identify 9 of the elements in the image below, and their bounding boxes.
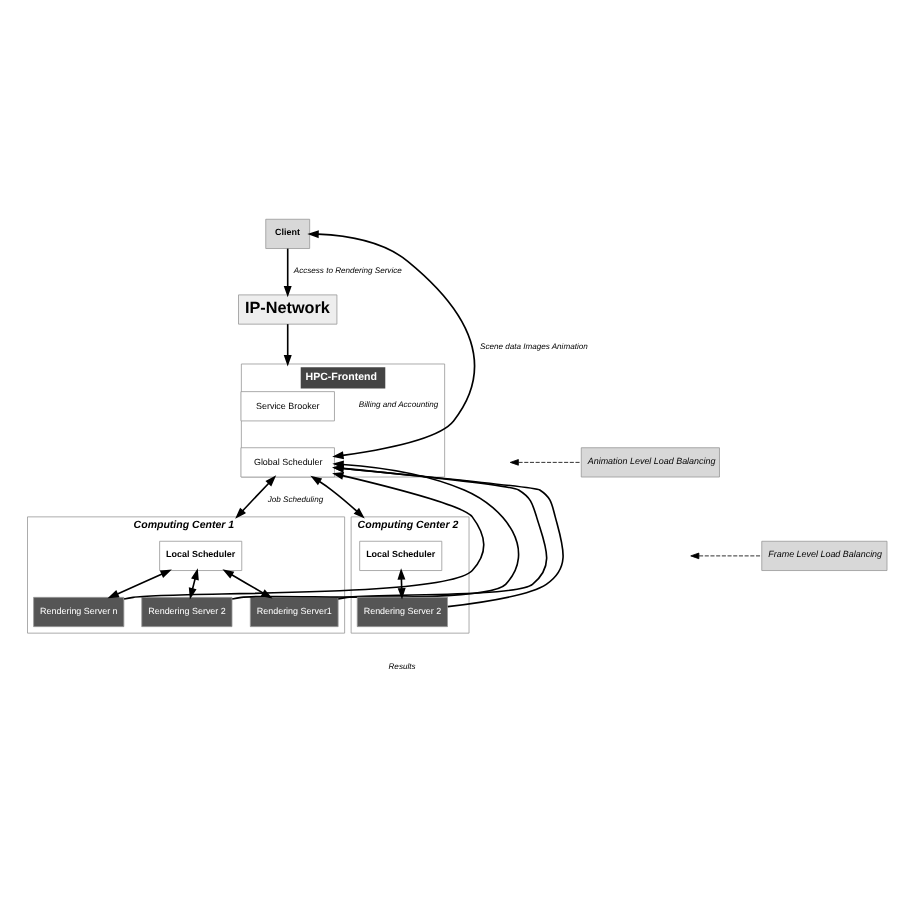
arrow [283,323,292,367]
node-box: IP-Network [238,294,338,325]
arrow [509,459,582,466]
arrow [107,569,172,599]
arrow [690,552,763,560]
arrow [307,230,476,460]
arrow [283,247,292,298]
arrow [235,475,277,519]
arrow [310,475,365,519]
